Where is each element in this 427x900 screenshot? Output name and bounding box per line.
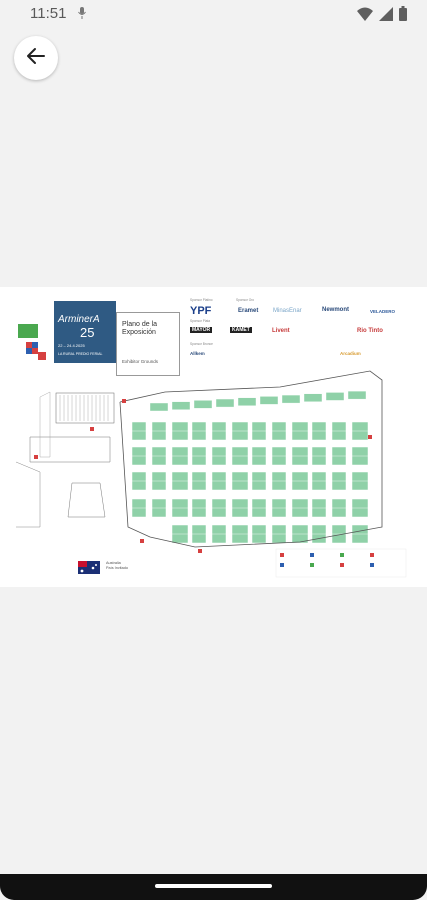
sponsor-logo: MAYOR [190,327,213,333]
sponsor-heading-oro: Sponsor Oro [236,298,255,302]
booth [347,390,367,400]
sponsor-logo: Allkem [190,351,205,356]
brand-venue: LA RURAL PREDIO FERIAL [58,352,103,356]
booth [193,400,213,409]
brand-years: 25 [80,325,95,340]
sponsor-logo: Newmont [322,307,349,313]
sponsor-logo: VELADERO [370,309,396,314]
home-handle[interactable] [155,884,272,888]
wifi-icon [357,7,373,26]
sponsor-logo: YPF [190,305,212,317]
legend-swatch [310,563,314,567]
system-nav-bar [0,874,427,900]
arrow-left-icon [26,46,46,71]
exhibition-map[interactable]: ArminerA 25 22 – 24.4.2025 LA RURAL PRED… [0,287,427,587]
brand-date: 22 – 24.4.2025 [58,343,85,348]
country-subtitle: País Invitado [106,566,128,570]
status-time: 11:51 [30,5,67,22]
plan-title: Plano de la Exposición [122,321,158,336]
brand-name: ArminerA [58,314,100,325]
chile-flag-logo [18,324,38,338]
legend-swatch [280,553,284,557]
legend-swatch [370,563,374,567]
sponsor-heading-bronce: Sponsor Bronce [190,342,213,346]
legend-swatch [280,563,284,567]
booth [149,402,169,412]
brand-logo: ArminerA 25 22 – 24.4.2025 LA RURAL PRED… [54,301,116,363]
back-button[interactable] [14,36,58,80]
booth [237,397,257,406]
australia-flag [78,561,100,574]
legend-swatch [340,553,344,557]
sponsor-heading-plata: Sponsor Plata [190,319,211,323]
mic-icon [78,7,86,22]
booth [303,393,323,402]
sponsor-heading-platino: Sponsor Platino [190,298,213,302]
sponsor-logo: KAMET [230,327,252,333]
legend-swatch [340,563,344,567]
sponsor-logo: MinasEnar [273,308,302,314]
flag-icon [26,342,46,360]
booth [325,392,345,401]
sponsor-logo: Rio Tinto [357,328,383,334]
booth [215,398,235,408]
booth [259,396,279,405]
legend-swatch [370,553,374,557]
sponsor-logo: Livent [272,328,290,334]
booth [281,394,301,404]
floor-plan-drawing [15,370,407,578]
battery-icon [399,6,407,26]
booth [171,401,191,410]
guest-country-label: Australia País Invitado [106,561,128,571]
plan-subtitle: Exhibitor Grounds [122,359,159,364]
legend-swatch [310,553,314,557]
sponsor-logo: Eramet [238,308,259,314]
sponsor-logo: Arcadium [340,351,361,356]
plan-title-box: Plano de la Exposición Exhibitor Grounds [116,312,180,376]
signal-icon [379,6,393,26]
country-name: Australia [106,561,121,565]
status-bar: 11:51 [0,0,427,30]
